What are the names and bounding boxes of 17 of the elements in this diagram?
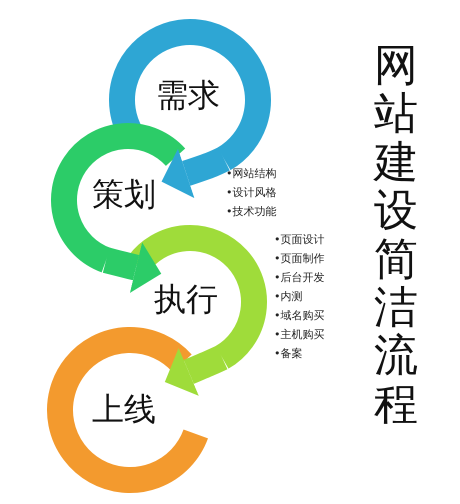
bullet-item: •备案 bbox=[274, 346, 302, 361]
bullet-item: •域名购买 bbox=[274, 308, 324, 323]
bullet-item: •主机购买 bbox=[274, 327, 324, 342]
bullet-item: •技术功能 bbox=[226, 204, 276, 219]
bullet-item: •后台开发 bbox=[274, 270, 324, 285]
vertical-title: 网站建设简洁流程 bbox=[374, 42, 418, 430]
curved-arrow bbox=[102, 242, 162, 293]
stage-label: 需求 bbox=[156, 75, 220, 116]
stage-label: 执行 bbox=[154, 279, 218, 320]
stage-label: 上线 bbox=[92, 389, 156, 430]
bullet-item: •页面制作 bbox=[274, 251, 324, 266]
bullet-item: •页面设计 bbox=[274, 232, 324, 247]
stage-label: 策划 bbox=[92, 174, 156, 215]
bullet-item: •设计风格 bbox=[226, 185, 276, 200]
curved-arrow bbox=[164, 346, 228, 396]
bullet-item: •内测 bbox=[274, 289, 302, 304]
bullet-item: •网站结构 bbox=[226, 166, 276, 181]
